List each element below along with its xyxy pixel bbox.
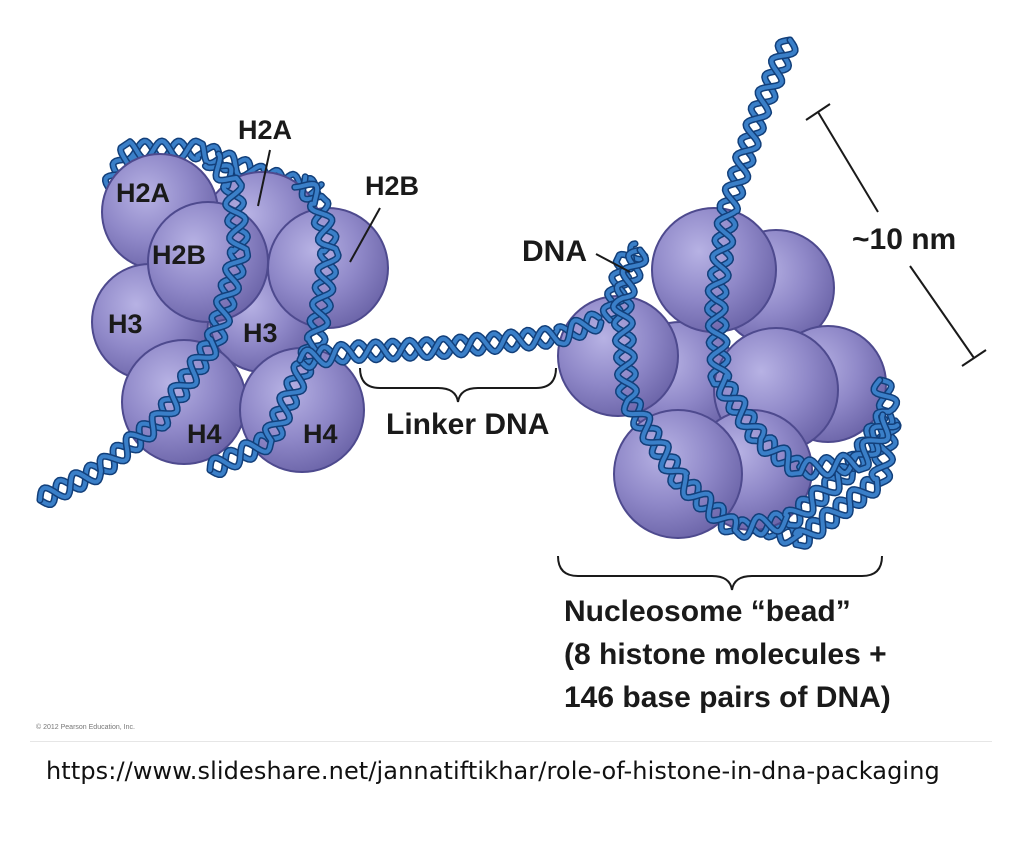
source-url: https://www.slideshare.net/jannatiftikha… — [46, 757, 940, 785]
label-scale: ~10 nm — [852, 223, 956, 256]
linker-brace — [359, 367, 557, 403]
label-h2a-top: H2A — [238, 115, 292, 145]
label-h3-left: H3 — [108, 309, 143, 339]
label-h4-left: H4 — [187, 419, 222, 449]
scale-bar — [805, 103, 987, 367]
label-h2a-left: H2A — [116, 178, 170, 208]
label-h4-right: H4 — [303, 419, 338, 449]
label-h2b-left: H2B — [152, 240, 206, 270]
pointer-dna — [595, 253, 631, 273]
dna-helix-front — [36, 36, 901, 541]
caption-line-2: (8 histone molecules + — [564, 638, 887, 671]
caption-line-3: 146 base pairs of DNA) — [564, 681, 891, 714]
pointer-h2a-top — [257, 149, 271, 207]
copyright-credit: © 2012 Pearson Education, Inc. — [36, 724, 135, 731]
divider — [30, 741, 992, 742]
label-h3-inner: H3 — [243, 318, 278, 348]
label-h2b-right: H2B — [365, 171, 419, 201]
label-linker-dna: Linker DNA — [386, 408, 549, 441]
label-dna: DNA — [522, 235, 587, 268]
bead-brace — [557, 555, 883, 591]
pointer-h2b-right — [349, 207, 381, 263]
caption-line-1: Nucleosome “bead” — [564, 595, 851, 628]
